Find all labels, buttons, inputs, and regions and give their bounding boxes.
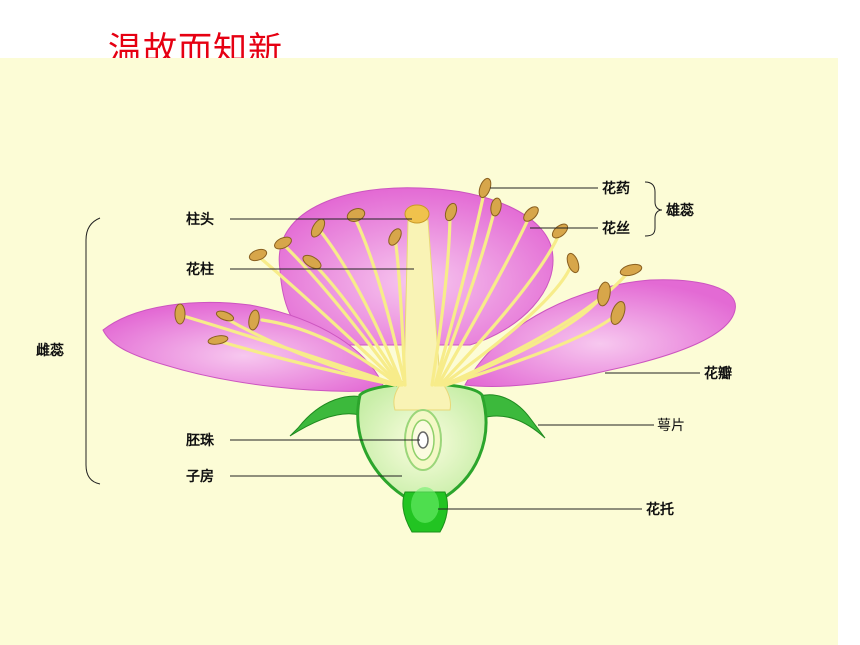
filament-line [436, 213, 532, 387]
filaments [178, 186, 632, 387]
anther [444, 202, 458, 222]
anther [490, 197, 502, 217]
filament-line [430, 210, 452, 387]
filament-line [393, 236, 407, 387]
label-style: 花柱 [186, 261, 214, 278]
anther [619, 263, 643, 277]
anther [274, 236, 292, 250]
label-sepal: 萼片 [657, 418, 685, 434]
anther [566, 252, 580, 274]
label-pistil: 雌蕊 [36, 342, 64, 359]
anther [551, 223, 569, 239]
sepal-right [469, 394, 546, 439]
filament-line [433, 186, 487, 387]
anther [302, 254, 322, 270]
filament-line [256, 254, 402, 387]
label-stigma: 柱头 [186, 211, 214, 228]
filament-line [260, 318, 400, 387]
filament-line [352, 214, 407, 387]
anther [248, 309, 260, 331]
anther [388, 228, 402, 246]
label-stamen: 雄蕊 [665, 202, 694, 219]
receptacle-highlight [411, 487, 439, 523]
label-filament: 花丝 [602, 220, 630, 237]
anther [174, 303, 186, 325]
anther [207, 335, 229, 345]
filament-line [178, 313, 400, 387]
anther [478, 177, 492, 199]
anther [215, 310, 235, 322]
anther [597, 281, 611, 307]
anther [346, 208, 366, 222]
petal-right [464, 279, 736, 387]
label-ovule: 胚珠 [186, 432, 215, 449]
label-petal: 花瓣 [704, 365, 732, 382]
anther [248, 248, 268, 262]
filament-line [443, 291, 606, 387]
anther [523, 206, 539, 222]
sepal-left [289, 395, 373, 437]
stamen-brace [644, 181, 663, 237]
label-receptacle: 花托 [646, 501, 674, 518]
filament-line [438, 230, 562, 387]
filament-line [310, 260, 404, 387]
filament-line [316, 226, 404, 387]
filament-line [281, 242, 402, 387]
anthers [174, 177, 643, 345]
filament-line [440, 261, 574, 387]
filament-line [444, 311, 620, 387]
label-ovary: 子房 [186, 468, 214, 485]
filament-line [213, 338, 397, 387]
pistil-bracket [85, 217, 101, 485]
label-anther: 花药 [602, 180, 630, 197]
anther [610, 301, 626, 325]
stigma-tip [404, 204, 430, 224]
filament-line [434, 206, 497, 387]
